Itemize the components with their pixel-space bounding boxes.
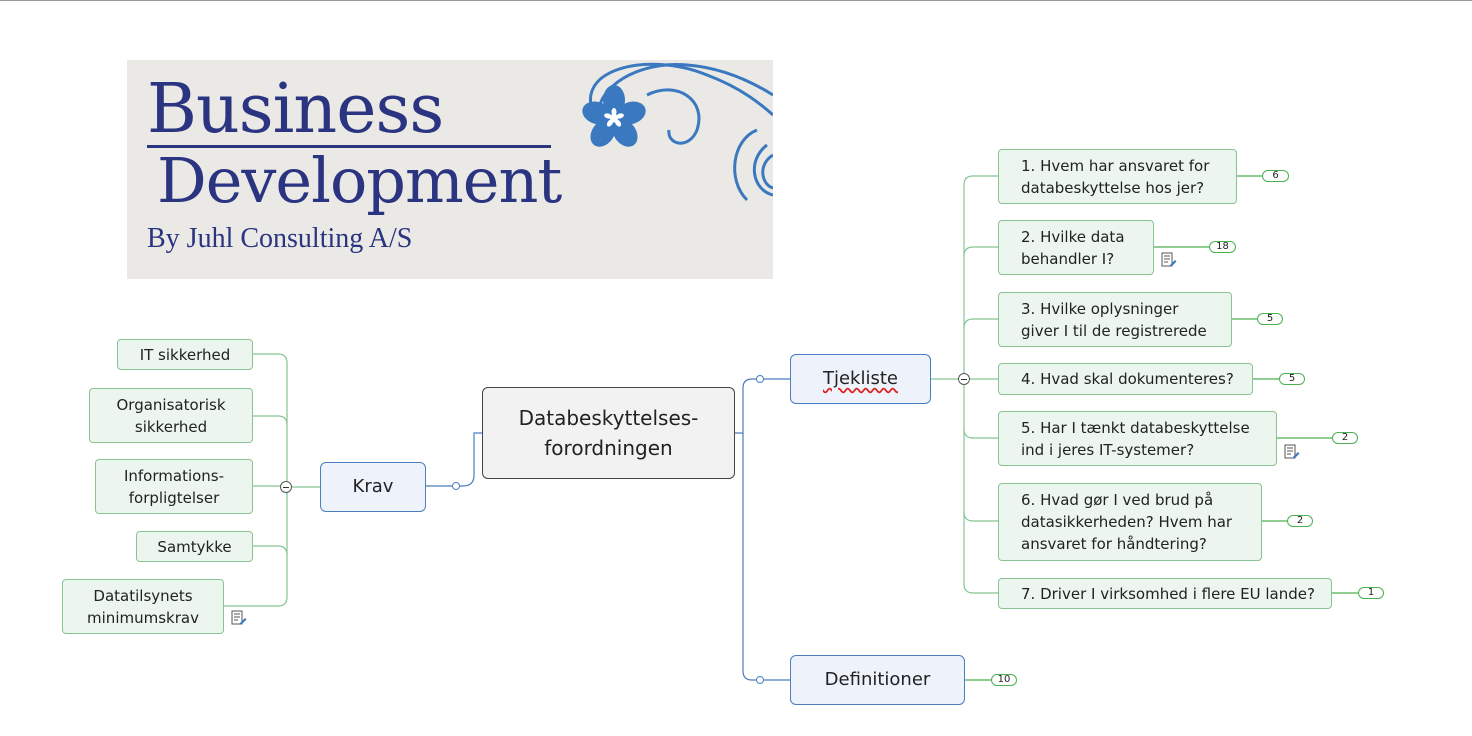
checklist-item-4[interactable]: 4. Hvad skal dokumenteres?	[998, 363, 1253, 395]
collapse-tjekliste-button[interactable]	[958, 373, 970, 385]
child-count-badge[interactable]: 10	[991, 674, 1017, 686]
flower-swirl-icon	[582, 62, 773, 202]
checklist-item-label: 5. Har I tænkt databeskyttelse ind i jer…	[1021, 418, 1250, 459]
collapse-krav-button[interactable]	[280, 481, 292, 493]
center-connector-dot-definitioner	[756, 676, 764, 684]
checklist-item-7[interactable]: 7. Driver I virksomhed i flere EU lande?	[998, 578, 1332, 609]
subtopic-samtykke[interactable]: Samtykke	[136, 531, 253, 562]
checklist-item-label: 1. Hvem har ansvaret for databeskyttelse…	[1021, 156, 1210, 197]
center-connector-dot-left	[452, 482, 460, 490]
subtopic-label: IT sikkerhed	[139, 345, 231, 364]
subtopic-label: Informations- forpligtelser	[123, 466, 225, 507]
checklist-item-label: 2. Hvilke data behandler I?	[1021, 227, 1125, 268]
logo-line-company: By Juhl Consulting A/S	[147, 223, 413, 254]
subtopic-label: Organisatorisk sikkerhed	[116, 395, 226, 436]
subtopic-it-sikkerhed[interactable]: IT sikkerhed	[117, 339, 253, 370]
child-count-badge[interactable]: 18	[1209, 241, 1236, 253]
child-count-badge[interactable]: 2	[1332, 432, 1358, 444]
checklist-item-5[interactable]: 5. Har I tænkt databeskyttelse ind i jer…	[998, 411, 1277, 466]
topic-krav[interactable]: Krav	[320, 462, 426, 512]
checklist-item-label: 3. Hvilke oplysninger giver I til de reg…	[1021, 299, 1207, 340]
note-icon[interactable]	[1161, 252, 1177, 268]
child-count-badge[interactable]: 5	[1279, 373, 1305, 385]
child-count-badge[interactable]: 6	[1262, 170, 1289, 182]
topic-krav-label: Krav	[352, 476, 394, 497]
subtopic-datatilsynets-minimumskrav[interactable]: Datatilsynets minimumskrav	[62, 579, 224, 634]
note-icon[interactable]	[1284, 444, 1300, 460]
topic-definitioner-label: Definitioner	[824, 669, 931, 690]
top-border	[0, 0, 1472, 1]
child-count-badge[interactable]: 2	[1287, 515, 1313, 527]
subtopic-label: Samtykke	[157, 537, 232, 556]
topic-tjekliste[interactable]: Tjekliste	[790, 354, 931, 404]
checklist-item-6[interactable]: 6. Hvad gør I ved brud på datasikkerhede…	[998, 483, 1262, 561]
center-connector-dot-tjekliste	[756, 375, 764, 383]
logo-line-business: Business	[147, 70, 444, 149]
central-topic[interactable]: Databeskyttelses- forordningen	[482, 387, 735, 479]
subtopic-informationsforpligtelser[interactable]: Informations- forpligtelser	[95, 459, 253, 514]
checklist-item-label: 4. Hvad skal dokumenteres?	[1021, 370, 1234, 388]
checklist-item-3[interactable]: 3. Hvilke oplysninger giver I til de reg…	[998, 292, 1232, 347]
child-count-badge[interactable]: 1	[1358, 587, 1384, 599]
topic-definitioner[interactable]: Definitioner	[790, 655, 965, 705]
note-icon[interactable]	[231, 610, 247, 626]
checklist-item-label: 7. Driver I virksomhed i flere EU lande?	[1021, 584, 1315, 603]
business-development-logo: Business Development By Juhl Consulting …	[127, 60, 773, 279]
topic-tjekliste-label: Tjekliste	[822, 368, 898, 389]
child-count-badge[interactable]: 5	[1257, 313, 1283, 325]
checklist-item-2[interactable]: 2. Hvilke data behandler I?	[998, 220, 1154, 275]
logo-line-development: Development	[157, 144, 562, 217]
checklist-item-label: 6. Hvad gør I ved brud på datasikkerhede…	[1021, 491, 1233, 553]
subtopic-label: Datatilsynets minimumskrav	[87, 586, 199, 627]
subtopic-organisatorisk-sikkerhed[interactable]: Organisatorisk sikkerhed	[89, 388, 253, 443]
central-topic-label: Databeskyttelses- forordningen	[518, 406, 699, 460]
logo-rule	[147, 145, 551, 148]
checklist-item-1[interactable]: 1. Hvem har ansvaret for databeskyttelse…	[998, 149, 1237, 204]
